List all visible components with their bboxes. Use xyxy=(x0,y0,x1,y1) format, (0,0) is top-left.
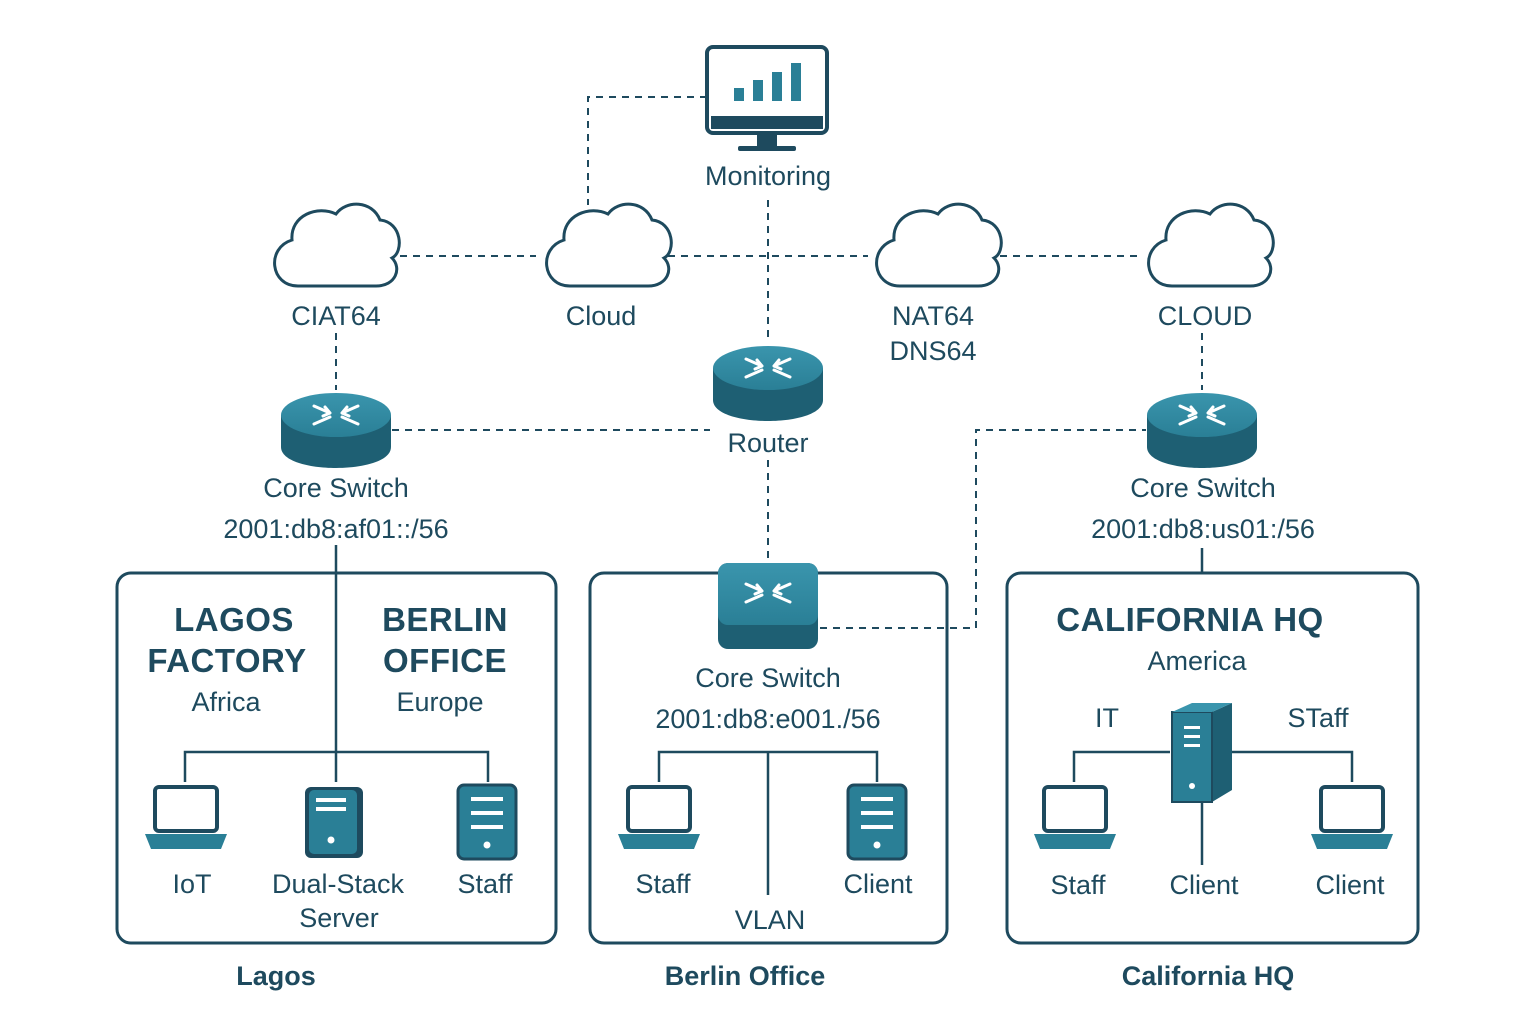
cloud-label-cloud-2: CLOUD xyxy=(1157,301,1253,331)
device-label-client: Client xyxy=(843,869,913,899)
dashed-links xyxy=(335,96,1203,629)
connector-line xyxy=(183,750,490,782)
cloud-icon xyxy=(1147,202,1275,288)
site-title-berlin-line1: BERLIN xyxy=(382,601,508,638)
connector-line xyxy=(1232,750,1354,782)
region-label-europe: Europe xyxy=(396,687,484,717)
site-box-california xyxy=(1005,571,1420,945)
ipv6-prefix-label: 2001:db8:e001./56 xyxy=(655,704,881,734)
server-icon xyxy=(846,783,908,861)
ipv6-prefix-label: 2001:db8:us01:/56 xyxy=(1091,514,1315,544)
device-label-staff: Staff xyxy=(1050,870,1106,900)
site-title-lagos-line2: FACTORY xyxy=(147,642,307,679)
group-label-it: IT xyxy=(1095,703,1119,733)
core-switch-icon xyxy=(718,563,818,649)
core-switch-icon xyxy=(281,393,391,468)
router-label: Router xyxy=(727,428,809,458)
laptop-icon xyxy=(145,785,227,849)
cloud-label-cloud: Cloud xyxy=(565,301,637,331)
group-label-staff: STaff xyxy=(1287,703,1349,733)
device-label-client: Client xyxy=(1315,870,1385,900)
region-label-america: America xyxy=(1147,646,1247,676)
laptop-icon xyxy=(1311,785,1393,849)
server-icon xyxy=(456,783,518,861)
device-label-client: Client xyxy=(1169,870,1239,900)
device-label-staff: Staff xyxy=(457,869,513,899)
link-berlin-california xyxy=(820,429,1146,629)
cloud-icon xyxy=(273,202,401,288)
ipv6-prefix-label: 2001:db8:af01::/56 xyxy=(223,514,449,544)
device-label-iot: IoT xyxy=(172,869,212,899)
connector-line xyxy=(1072,750,1170,782)
core-switch-label: Core Switch xyxy=(695,663,841,693)
core-switch-label: Core Switch xyxy=(263,473,409,503)
site-footer-california: California HQ xyxy=(1121,961,1295,991)
core-switch-label: Core Switch xyxy=(1130,473,1276,503)
cloud-label-dns64: DNS64 xyxy=(889,336,977,366)
cloud-icon xyxy=(875,202,1003,288)
monitoring-label: Monitoring xyxy=(704,161,832,191)
site-footer-berlin: Berlin Office xyxy=(664,961,826,991)
vlan-label: VLAN xyxy=(734,905,806,935)
device-label-dual-stack: Dual-Stack xyxy=(271,869,405,899)
device-label-server: Server xyxy=(299,903,379,933)
laptop-icon xyxy=(618,785,700,849)
site-title-berlin-line2: OFFICE xyxy=(383,642,507,679)
region-label-africa: Africa xyxy=(191,687,261,717)
link-monitor-cloud xyxy=(587,96,707,205)
laptop-icon xyxy=(1034,785,1116,849)
cloud-label-ciat64: CIAT64 xyxy=(291,301,381,331)
router-icon xyxy=(713,346,823,421)
site-title-lagos-line1: LAGOS xyxy=(174,601,294,638)
server-tower-icon xyxy=(1171,703,1232,803)
device-label-staff: Staff xyxy=(635,869,691,899)
site-footer-lagos: Lagos xyxy=(236,961,316,991)
core-switch-icon xyxy=(1147,393,1257,468)
site-title-california: CALIFORNIA HQ xyxy=(1056,601,1324,638)
monitor-icon xyxy=(705,45,829,151)
cloud-label-nat64: NAT64 xyxy=(891,301,975,331)
cloud-icon xyxy=(545,202,673,288)
server-icon xyxy=(305,787,363,858)
